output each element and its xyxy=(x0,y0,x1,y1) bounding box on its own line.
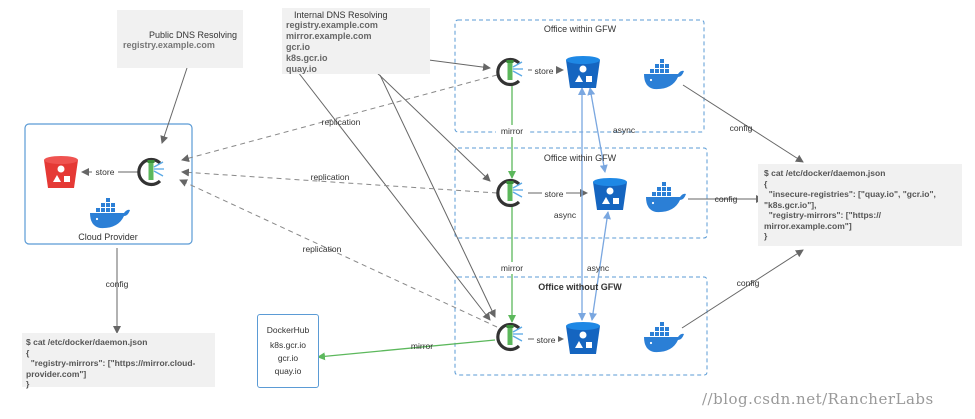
internal-dns-domain-4: k8s.gcr.io xyxy=(286,53,328,63)
internal-dns-note: Internal DNS Resolving registry.example.… xyxy=(282,8,430,74)
dockerhub-item-3: quay.io xyxy=(274,366,302,376)
async-label-1: async xyxy=(613,125,636,135)
office-config-line-2: { xyxy=(764,178,768,189)
office-1-storage-bucket-icon xyxy=(566,56,600,88)
cloud-config-line-3: "registry-mirrors": ["https://mirror.clo… xyxy=(26,358,196,368)
dockerhub-item-1: k8s.gcr.io xyxy=(270,340,306,350)
store-label-cloud: store xyxy=(96,167,115,177)
office-3-storage-bucket-icon xyxy=(566,322,600,354)
office-3-registry-icon xyxy=(496,322,525,352)
internal-dns-arrow-3 xyxy=(379,74,496,318)
office-config-note: $ cat /etc/docker/daemon.json { "insecur… xyxy=(758,164,962,246)
office-config-line-3: "insecure-registries": ["quay.io", "gcr.… xyxy=(764,189,936,199)
office-config-line-6: mirror.example.com"] xyxy=(764,220,852,231)
replication-arrow-3 xyxy=(179,179,498,328)
dockerhub-box: DockerHub k8s.gcr.io gcr.io quay.io xyxy=(257,314,319,388)
mirror-label-1: mirror xyxy=(501,126,523,136)
office-config-line-1: $ cat /etc/docker/daemon.json xyxy=(764,168,886,178)
config-label-cloud: config xyxy=(106,279,129,289)
async-arrow-3 xyxy=(589,211,611,321)
replication-arrow-2 xyxy=(181,168,498,194)
cloud-config-line-5: } xyxy=(26,379,30,389)
watermark: //blog.csdn.net/RancherLabs xyxy=(702,390,934,408)
config-label-office-2: config xyxy=(715,194,738,204)
office-3-docker-whale-icon xyxy=(644,322,684,353)
public-dns-note: Public DNS Resolving registry.example.co… xyxy=(117,10,243,68)
config-label-office-3: config xyxy=(737,278,760,288)
async-label-2: async xyxy=(554,210,577,220)
mirror-label-dockerhub: mirror xyxy=(411,341,433,351)
internal-dns-title: Internal DNS Resolving xyxy=(294,10,388,20)
config-label-office-1: config xyxy=(730,123,753,133)
cloud-docker-whale-icon xyxy=(90,198,130,229)
internal-dns-domain-3: gcr.io xyxy=(286,42,311,52)
internal-dns-domain-5: quay.io xyxy=(286,64,317,74)
office-config-line-5: "registry-mirrors": ["https:// xyxy=(764,210,881,220)
replication-label-3: replication xyxy=(303,244,342,254)
cloud-provider-box xyxy=(24,123,193,245)
dockerhub-item-2: gcr.io xyxy=(277,353,299,363)
internal-dns-domain-2: mirror.example.com xyxy=(286,31,372,41)
cloud-config-line-1: $ cat /etc/docker/daemon.json xyxy=(26,337,148,347)
office-1-docker-whale-icon xyxy=(644,59,684,90)
office-config-line-4: "k8s.gcr.io"], xyxy=(764,199,817,210)
store-label-office-2: store xyxy=(545,189,564,199)
cloud-config-line-2: { xyxy=(26,347,30,358)
async-arrow-1 xyxy=(587,87,608,173)
cloud-config-note: $ cat /etc/docker/daemon.json { "registr… xyxy=(22,333,215,389)
replication-label-1: replication xyxy=(322,117,361,127)
config-arrow-office-3 xyxy=(681,249,804,329)
config-arrow-office-1 xyxy=(682,84,804,163)
cloud-config-line-4: provider.com"] xyxy=(26,368,87,379)
cloud-provider-label: Cloud Provider xyxy=(78,232,138,242)
public-dns-title: Public DNS Resolving xyxy=(149,30,238,40)
public-dns-domain: registry.example.com xyxy=(123,40,215,50)
office-1-registry-icon xyxy=(496,57,525,87)
replication-arrow-1 xyxy=(181,74,498,163)
dockerhub-title: DockerHub xyxy=(266,325,310,335)
office-2-registry-icon xyxy=(496,178,525,208)
replication-label-2: replication xyxy=(311,172,350,182)
internal-dns-arrow-4 xyxy=(297,71,491,321)
public-dns-arrow xyxy=(160,67,188,144)
office-2-docker-whale-icon xyxy=(646,182,686,213)
office-label-3: Office without GFW xyxy=(538,282,622,292)
mirror-arrow-dockerhub xyxy=(317,339,496,361)
internal-dns-domain-1: registry.example.com xyxy=(286,20,378,30)
office-config-line-7: } xyxy=(764,231,768,241)
cloud-storage-bucket-icon xyxy=(44,156,78,188)
async-label-3: async xyxy=(587,263,610,273)
store-label-office-1: store xyxy=(535,66,554,76)
cloud-registry-icon xyxy=(137,157,166,187)
mirror-label-2: mirror xyxy=(501,263,523,273)
internal-dns-arrow-2 xyxy=(371,67,491,182)
office-2-storage-bucket-icon xyxy=(593,178,627,210)
store-label-office-3: store xyxy=(537,335,556,345)
office-label-1: Office within GFW xyxy=(544,24,617,34)
office-label-2: Office within GFW xyxy=(544,153,617,163)
